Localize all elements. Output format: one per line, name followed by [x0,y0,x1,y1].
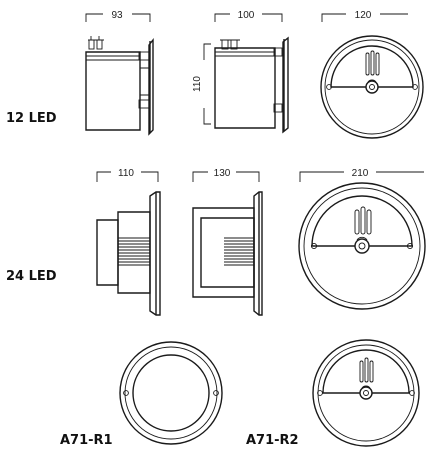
svg-text:210: 210 [352,168,369,179]
front-view-24-led [298,182,426,310]
dimension-110-height: 110 [192,43,211,125]
dimension-100: 100 [214,10,283,22]
dimension-110: 110 [96,168,159,182]
svg-text:100: 100 [238,10,255,21]
svg-text:110: 110 [192,76,203,92]
dimension-130: 130 [192,168,260,182]
svg-text:130: 130 [214,168,231,179]
svg-text:120: 120 [355,10,372,21]
variant-a71-r1: A71-R1 [58,341,223,448]
row-12-led: 12 LED 93 100 [6,10,424,139]
dimension-120: 120 [321,10,408,22]
side-view-12-led-b [214,36,289,134]
dimension-210: 210 [299,168,424,182]
row-24-led: 24 LED 110 130 2 [6,168,426,316]
dimension-93: 93 [85,10,151,22]
variant-label-a71-r1: A71-R1 [60,433,113,448]
variant-label-a71-r2: A71-R2 [246,433,299,448]
side-view-12-led-a [85,36,154,136]
row-label-12-led: 12 LED [6,111,57,126]
variant-a71-r2: A71-R2 [244,339,420,448]
svg-text:93: 93 [111,10,123,21]
side-view-24-led-b [192,191,263,316]
side-view-24-led-a [96,191,161,316]
row-label-24-led: 24 LED [6,269,57,284]
svg-text:110: 110 [118,168,134,179]
front-view-12-led [320,35,424,139]
